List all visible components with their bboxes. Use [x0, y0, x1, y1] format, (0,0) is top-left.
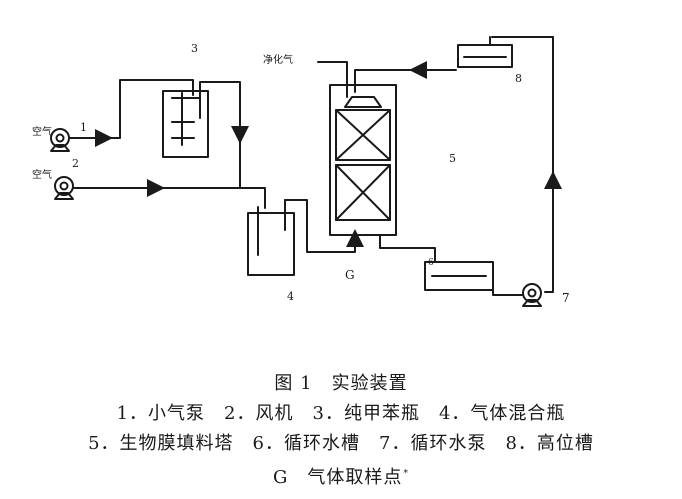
air-line-pump1	[69, 79, 194, 139]
number-5: 5	[449, 152, 456, 165]
number-4: 4	[287, 290, 294, 303]
figure-title: 图 1 实验装置	[274, 373, 408, 394]
mixed-gas-line	[284, 199, 356, 253]
number-2: 2	[72, 157, 79, 170]
biofilm-tower-5	[329, 84, 397, 236]
return-water-line	[491, 36, 554, 293]
toluene-bottle-3	[162, 90, 209, 158]
legend-line-3-text: G 气体取样点	[273, 467, 403, 488]
feed-water-line	[354, 69, 457, 93]
mixing-bottle-4	[247, 199, 295, 276]
number-3: 3	[191, 42, 198, 55]
sample-point-label: G	[345, 268, 355, 282]
number-6: 6	[428, 258, 434, 268]
legend-line-3: G 气体取样点*	[0, 462, 682, 490]
footnote-mark: *	[403, 469, 409, 479]
legend-line-1: 1．小气泵 2．风机 3．纯甲苯瓶 4．气体混合瓶	[116, 403, 566, 424]
drain-line	[379, 234, 436, 263]
purified-gas-line	[317, 61, 348, 98]
number-7: 7	[562, 291, 570, 305]
air-label-2: 空气	[32, 168, 52, 181]
toluene-line	[199, 81, 241, 189]
fan-2	[54, 176, 74, 200]
apparatus-diagram: 空气 1 空气 2 3 4 5 6 7 8 净化气 G	[32, 36, 570, 307]
legend-line-2: 5．生物膜填料塔 6．循环水槽 7．循环水泵 8．高位槽	[88, 433, 594, 454]
number-1: 1	[80, 121, 87, 134]
tank-to-pump-line	[492, 284, 523, 296]
air-line-fan2	[73, 187, 266, 209]
purified-gas-label: 净化气	[263, 53, 293, 66]
circulation-tank-6	[424, 261, 494, 291]
high-tank-8	[457, 36, 513, 68]
air-pump-1	[50, 128, 70, 152]
arrow-purified-gas	[330, 62, 347, 72]
air-label-1: 空气	[32, 125, 52, 138]
number-8: 8	[515, 72, 522, 85]
circulation-pump-7	[522, 283, 542, 307]
